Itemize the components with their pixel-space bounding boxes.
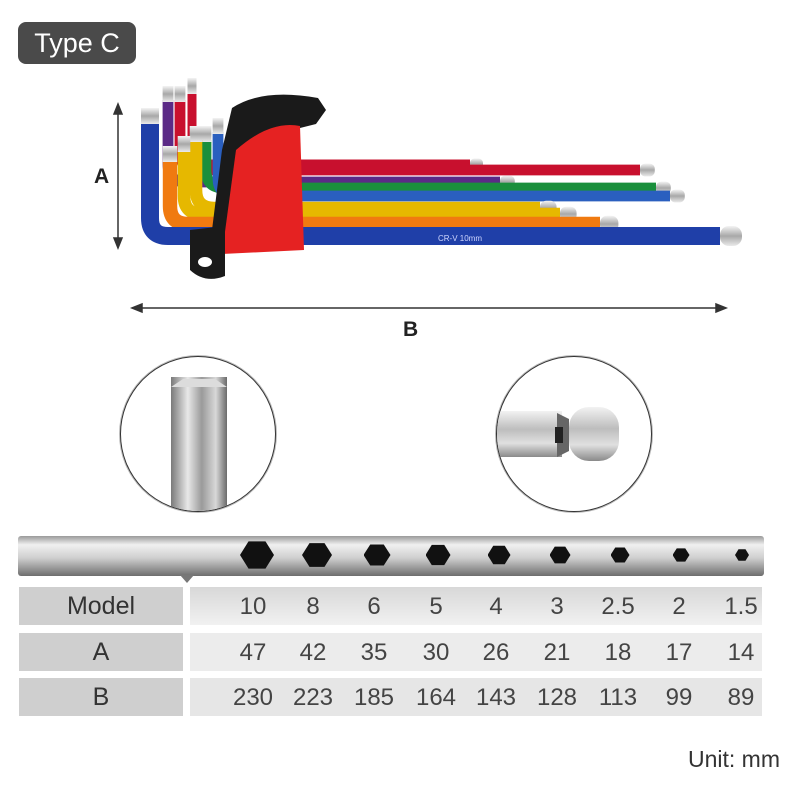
table-cell: 99 [665,684,693,711]
hex-size-icon [735,549,749,561]
dimension-b-label: B [403,318,419,341]
key-holder [190,94,326,279]
table-cell: 17 [665,639,693,666]
engraving-text: CR-V 10mm [438,234,482,243]
table-cell: 10 [239,593,267,620]
hex-size-icon [610,547,630,563]
hex-size-icon [672,548,690,562]
hex-size-icon [302,543,332,567]
table-cell: 35 [360,639,388,666]
table-cell: 3 [550,593,564,620]
hex-size-icon [487,545,511,565]
table-cell: 5 [429,593,443,620]
hex-size-icon [425,544,451,566]
table-cell: 6 [367,593,381,620]
hex-key-tip [187,78,197,94]
ball-end-tip [720,226,742,246]
hex-key-tip [177,136,191,152]
row-b: 230 223 185 164 143 128 113 99 89 [190,678,762,716]
hex-size-icon [549,546,571,564]
hex-key-tip [189,126,203,142]
row-model: 10 8 6 5 4 3 2.5 2 1.5 [190,587,762,625]
table-cell: 47 [239,639,267,666]
hex-key-tip [141,108,159,124]
ball-end-detail [496,356,652,512]
dimension-a-arrow [112,101,124,251]
unit-label: Unit: mm [688,746,780,772]
table-cell: 26 [482,639,510,666]
row-header-b: B [19,678,183,716]
dimension-b-arrow [129,302,729,314]
table-cell: 143 [475,684,517,711]
hex-key-tip [200,126,212,142]
table-cell: 42 [299,639,327,666]
hex-key-tip [212,118,224,134]
table-cell: 30 [422,639,450,666]
table-cell: 223 [292,684,334,711]
hex-key-tip [174,86,186,102]
table-cell: 128 [536,684,578,711]
table-cell: 89 [727,684,755,711]
table-cell: 164 [415,684,457,711]
table-cell: 8 [306,593,320,620]
row-header-model: Model [19,587,183,625]
table-cell: 2.5 [601,593,635,620]
table-cell: 113 [598,684,638,711]
type-badge: Type C [18,22,136,64]
table-cell: 230 [232,684,274,711]
hex-key-tip [162,86,174,102]
table-cell: 2 [672,593,686,620]
dimension-a-label: A [94,165,110,188]
hex-key-set-illustration: CR-V 10mm [112,78,742,314]
hex-key [162,160,600,232]
row-header-a: A [19,633,183,671]
hex-size-strip [18,536,764,576]
table-cell: 185 [353,684,395,711]
table-cell: 1.5 [724,593,758,620]
hex-key-tip [162,146,178,162]
strip-pointer [180,575,194,583]
table-cell: 14 [727,639,755,666]
hex-end-detail [120,356,276,512]
hex-key [141,122,720,245]
table-cell: 4 [489,593,503,620]
ball-end-tip [670,189,685,203]
table-cell: 21 [543,639,571,666]
ball-end-tip [640,163,655,177]
row-a: 47 42 35 30 26 21 18 17 14 [190,633,762,671]
hex-key [177,150,560,221]
hex-size-icon [363,544,391,566]
table-cell: 18 [604,639,632,666]
